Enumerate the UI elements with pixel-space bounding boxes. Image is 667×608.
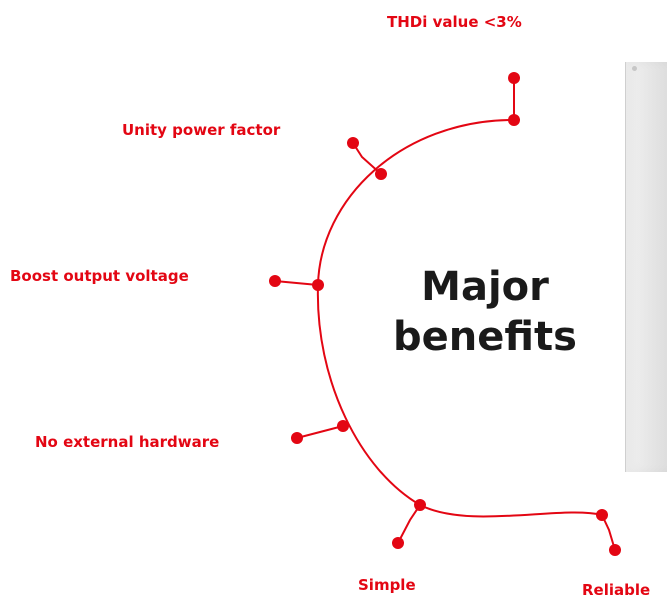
node-hardware-arc [337, 420, 349, 432]
connector-unity-power-factor [352, 142, 382, 175]
node-unity-end [347, 137, 359, 149]
benefit-label-no-external-hardware: No external hardware [35, 433, 220, 451]
drive-unit-image [625, 62, 667, 472]
node-reliable-end [609, 544, 621, 556]
node-unity-arc [375, 168, 387, 180]
node-reliable-arc [596, 509, 608, 521]
benefit-label-simple: Simple [358, 576, 416, 594]
diagram-title: Major benefits [350, 262, 620, 362]
node-simple-end [392, 537, 404, 549]
benefits-arc [316, 119, 603, 518]
connector-simple [397, 504, 421, 544]
connector-no-external-hardware [296, 425, 344, 439]
drive-unit-notch [632, 66, 637, 71]
node-thdi-end [508, 72, 520, 84]
node-thdi-arc [508, 114, 520, 126]
title-line-1: Major [421, 264, 549, 310]
node-boost-end [269, 275, 281, 287]
connector-boost-output-voltage [274, 280, 319, 286]
benefit-label-unity-power-factor: Unity power factor [122, 121, 281, 139]
node-hardware-end [291, 432, 303, 444]
node-simple-arc [414, 499, 426, 511]
title-line-2: benefits [393, 314, 577, 360]
benefit-label-reliable: Reliable [582, 581, 651, 599]
benefit-label-thdi: THDi value <3% [387, 13, 522, 31]
node-boost-arc [312, 279, 324, 291]
benefit-label-boost-output-voltage: Boost output voltage [10, 267, 189, 285]
